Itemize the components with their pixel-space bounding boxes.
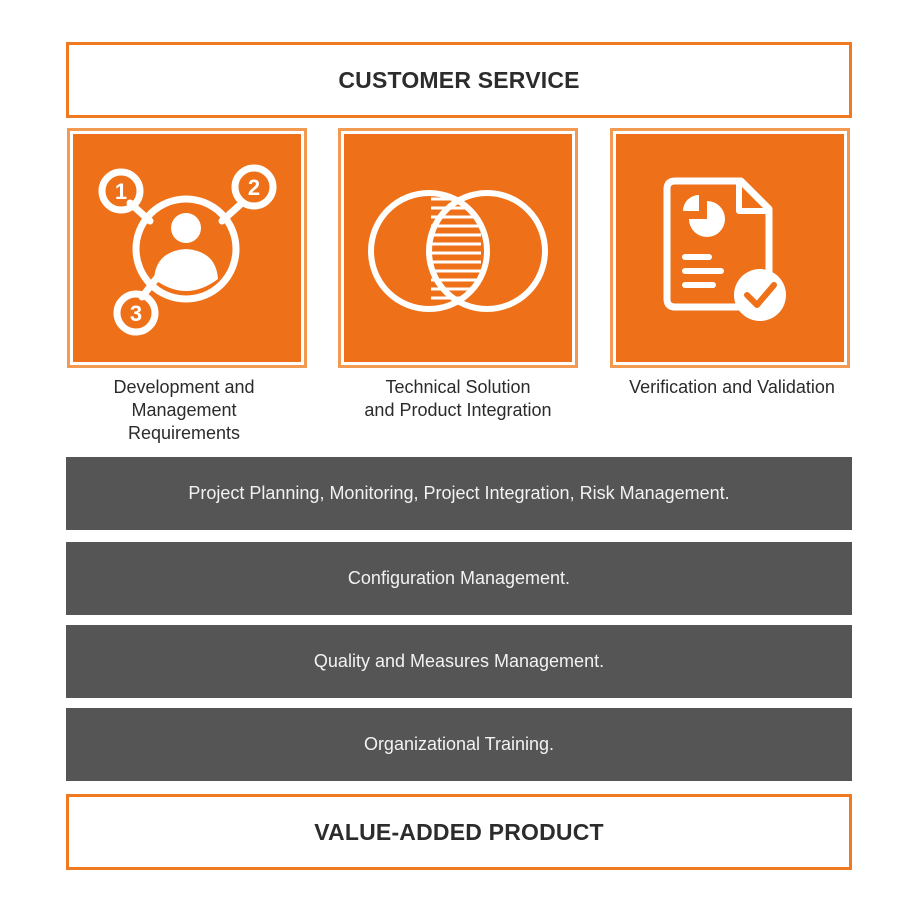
customer-service-banner: CUSTOMER SERVICE xyxy=(66,42,852,118)
organizational-training-bar: Organizational Training. xyxy=(66,708,852,781)
quality-measures-bar: Quality and Measures Management. xyxy=(66,625,852,698)
verification-validation-tile xyxy=(610,128,850,368)
badge-3: 3 xyxy=(130,301,142,326)
development-requirements-tile: 1 2 3 xyxy=(67,128,307,368)
technical-solution-label: Technical Solution and Product Integrati… xyxy=(364,377,552,420)
badge-2: 2 xyxy=(248,175,260,200)
configuration-management-bar: Configuration Management. xyxy=(66,542,852,615)
technical-solution-tile xyxy=(338,128,578,368)
project-planning-bar: Project Planning, Monitoring, Project In… xyxy=(66,457,852,530)
badge-1: 1 xyxy=(115,179,127,204)
development-requirements-label: Development and Management Requirements xyxy=(113,377,255,443)
value-added-product-banner: VALUE-ADDED PRODUCT xyxy=(66,794,852,870)
overlapping-circles-icon xyxy=(368,190,548,312)
verification-validation-label: Verification and Validation xyxy=(629,377,835,397)
user-network-icon: 1 2 3 xyxy=(98,164,277,336)
checked-document-icon xyxy=(663,177,793,321)
